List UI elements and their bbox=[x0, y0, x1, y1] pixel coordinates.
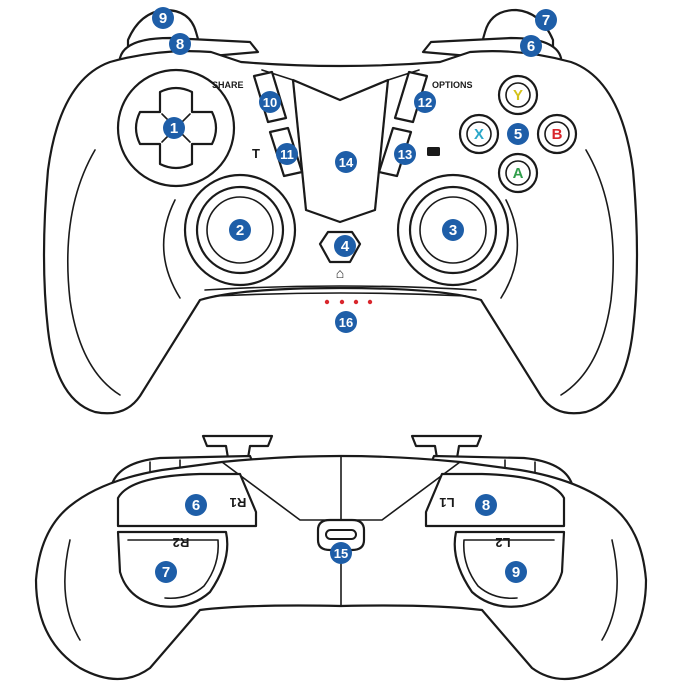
options-label: OPTIONS bbox=[432, 80, 473, 90]
callout-front-8: 8 bbox=[475, 494, 497, 516]
top-view: Y X B A SHARE OPTIONS T ⌂ bbox=[42, 8, 639, 415]
svg-text:2: 2 bbox=[236, 222, 244, 239]
svg-text:6: 6 bbox=[527, 38, 535, 55]
svg-text:4: 4 bbox=[341, 238, 350, 255]
share-label: SHARE bbox=[212, 80, 244, 90]
svg-text:6: 6 bbox=[192, 497, 200, 514]
callout-front-6: 6 bbox=[185, 494, 207, 516]
callout-top-9: 9 bbox=[152, 7, 174, 29]
svg-text:7: 7 bbox=[162, 564, 170, 581]
svg-text:15: 15 bbox=[334, 546, 348, 561]
callout-top-11: 11 bbox=[276, 143, 298, 165]
callout-top-13: 13 bbox=[394, 143, 416, 165]
player-leds bbox=[324, 299, 373, 305]
callout-top-7: 7 bbox=[535, 9, 557, 31]
usb-c-slot bbox=[325, 529, 357, 540]
r1-label: R1 bbox=[230, 495, 247, 510]
svg-text:14: 14 bbox=[339, 155, 354, 170]
turbo-label: T bbox=[252, 146, 260, 161]
callout-top-16: 16 bbox=[335, 311, 357, 333]
led-3 bbox=[353, 299, 359, 305]
svg-text:10: 10 bbox=[263, 95, 277, 110]
svg-text:13: 13 bbox=[398, 147, 412, 162]
led-4 bbox=[367, 299, 373, 305]
callouts: 1 2 3 4 5 6 7 8 9 10 11 12 13 14 16 6 7 … bbox=[152, 7, 557, 583]
face-button-b[interactable]: B bbox=[536, 113, 578, 155]
r2-label: R2 bbox=[173, 535, 190, 550]
callout-top-6: 6 bbox=[520, 35, 542, 57]
led-1 bbox=[324, 299, 330, 305]
led-2 bbox=[339, 299, 345, 305]
l1-label: L1 bbox=[439, 495, 454, 510]
callout-top-14: 14 bbox=[335, 151, 357, 173]
face-button-b-letter: B bbox=[552, 126, 563, 143]
svg-text:12: 12 bbox=[418, 95, 432, 110]
svg-text:11: 11 bbox=[280, 147, 294, 162]
face-button-y-letter: Y bbox=[513, 87, 523, 104]
left-stick-front bbox=[201, 434, 274, 460]
callout-top-4: 4 bbox=[334, 235, 356, 257]
face-button-y[interactable]: Y bbox=[497, 74, 539, 116]
callout-front-15: 15 bbox=[330, 542, 352, 564]
svg-text:16: 16 bbox=[339, 315, 353, 330]
callout-top-5: 5 bbox=[507, 123, 529, 145]
callout-top-1: 1 bbox=[163, 117, 185, 139]
svg-text:8: 8 bbox=[176, 36, 184, 53]
right-stick-front bbox=[410, 434, 483, 460]
svg-text:9: 9 bbox=[159, 10, 167, 27]
face-button-a-letter: A bbox=[513, 165, 524, 182]
home-icon: ⌂ bbox=[336, 265, 344, 281]
svg-text:7: 7 bbox=[542, 12, 550, 29]
svg-text:1: 1 bbox=[170, 120, 178, 137]
callout-front-7: 7 bbox=[155, 561, 177, 583]
callout-top-10: 10 bbox=[259, 91, 281, 113]
l2-label: L2 bbox=[495, 535, 510, 550]
face-button-a[interactable]: A bbox=[497, 152, 539, 194]
callout-top-8: 8 bbox=[169, 33, 191, 55]
face-button-x[interactable]: X bbox=[458, 113, 500, 155]
svg-text:9: 9 bbox=[512, 564, 520, 581]
face-button-x-letter: X bbox=[474, 126, 484, 143]
callout-top-2: 2 bbox=[229, 219, 251, 241]
clear-icon bbox=[427, 147, 440, 156]
svg-text:8: 8 bbox=[482, 497, 490, 514]
svg-text:3: 3 bbox=[449, 222, 457, 239]
callout-top-12: 12 bbox=[414, 91, 436, 113]
callout-front-9: 9 bbox=[505, 561, 527, 583]
touchpad[interactable] bbox=[291, 78, 390, 224]
callout-top-3: 3 bbox=[442, 219, 464, 241]
svg-text:5: 5 bbox=[514, 126, 522, 143]
